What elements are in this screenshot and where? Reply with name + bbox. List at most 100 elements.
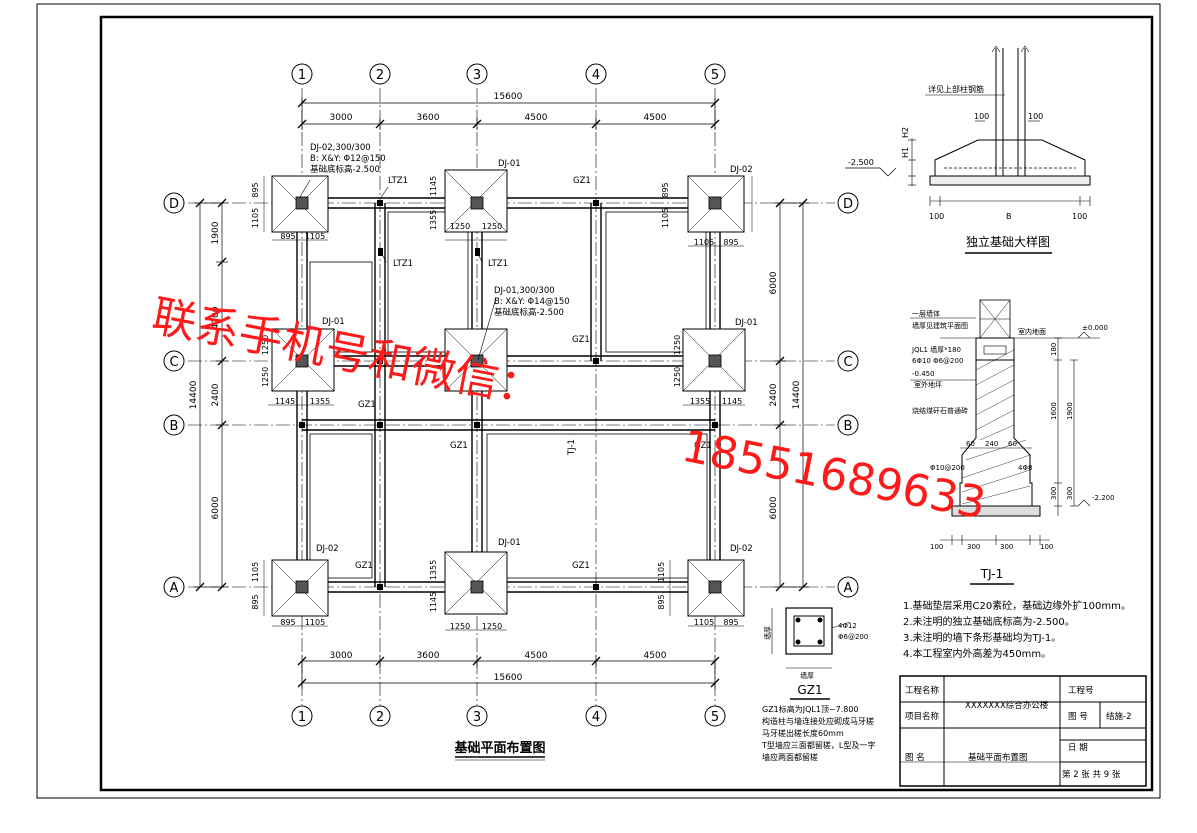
tj-bottom-300: 300 [967,543,980,551]
dim-left-span-a: 6000 [211,496,221,519]
isolated-footing-detail [845,45,1091,206]
tj-text-3: JQL1 墙厚*180 [911,345,961,354]
axis-2-top: 2 [376,68,384,83]
dim-1105: 1105 [251,562,260,582]
iso-detail-note: 详见上部柱钢筋 [928,84,984,94]
inner-border [99,15,1154,792]
dim-bottom-span-2: 3600 [417,651,440,661]
iso-detail-title: 独立基础大样图 [966,234,1050,249]
dim-1250: 1250 [450,622,470,631]
axis-c-right: C [843,355,852,370]
gz-note-2: 构造柱与墙连接处应砌成马牙槎 [762,716,874,726]
gz-detail-title: GZ1 [797,683,822,697]
dim-895: 895 [723,238,738,247]
label-dj01: DJ-01 [498,159,521,169]
dim-895: 895 [251,594,260,609]
dim-1250: 1250 [482,222,502,231]
axis-4-bottom: 4 [592,710,600,725]
tb-sheet: 第 2 张 共 9 张 [1062,769,1121,780]
tj-text-6: ±0.000 [1082,324,1108,332]
watermark: 联系手机号和微信： 18551689633 [148,291,990,530]
general-note-2: 2.未注明的独立基础底标高为-2.500。 [903,615,1075,628]
iso-detail-d100: 100 [1028,112,1043,121]
tj-rebar-2: 4Φ8 [1018,464,1032,472]
tb-proj-no-label: 工程号 [1068,686,1094,696]
dim-bottom-total: 15600 [494,673,523,683]
dim-895: 895 [661,182,670,197]
axis-d-right: D [843,197,853,212]
foundation-plan [188,88,835,705]
dim-1355: 1355 [429,560,438,580]
tj-rebar-1: Φ10@200 [930,464,965,472]
tj-bottom-100: 100 [1040,543,1053,551]
dim-bottom-span-1: 3000 [330,651,353,661]
dim-1105: 1105 [657,562,666,582]
tj-v180: 180 [1050,343,1058,356]
label-dj01: DJ-01 [498,538,521,548]
tj-text-8: 室外地坪 [914,380,942,389]
dim-right-total: 14400 [792,380,802,409]
tj-elev: -2.200 [1092,494,1115,502]
tb-fig-name: 基础平面布置图 [968,752,1028,763]
dim-1105: 1105 [251,208,260,228]
label-gz1: GZ1 [572,561,590,571]
axis-2-bottom: 2 [376,710,384,725]
general-note-3: 3.未注明的墙下条形基础均为TJ-1。 [903,631,1061,644]
axis-a-right: A [844,581,853,596]
dim-1355: 1355 [690,397,710,406]
axis-c-left: C [169,355,178,370]
label-gz1: GZ1 [572,335,590,345]
iso-detail-d100: 100 [974,112,989,121]
tj-dim-60: 60 [1008,440,1017,448]
dim-1250: 1250 [482,622,502,631]
label-dj02: DJ-02 [730,544,753,554]
tb-fig-no-label: 图 号 [1068,712,1088,722]
tj-text-4: 6Φ10 Φ6@200 [912,357,963,365]
axis-d-left: D [169,197,179,212]
dim-left-span-d: 4100 [211,306,221,329]
dj01-note-line-2: B: X&Y: Φ14@150 [494,297,570,307]
axis-a-left: A [170,581,179,596]
tb-date-label: 日 期 [1068,743,1088,753]
label-gz1: GZ1 [355,561,373,571]
label-tj1: TJ-1 [567,439,577,456]
iso-detail-elev: -2.500 [848,158,874,167]
dim-1145: 1145 [722,397,742,406]
label-gz1: GZ1 [694,441,712,451]
dim-1105: 1105 [305,618,325,627]
gz-note-5: 墙应两面都留槎 [762,752,818,762]
dim-1105: 1105 [661,208,670,228]
tj-text-9: 烧结煤矸石普通砖 [912,406,968,415]
dim-895: 895 [251,182,260,197]
dj02-note-line-2: B: X&Y: Φ12@150 [310,154,386,164]
dim-895: 895 [280,232,295,241]
dim-1145: 1145 [429,176,438,196]
dim-895: 895 [657,594,666,609]
axis-4-top: 4 [592,68,600,83]
dj02-note-line-3: 基础底标高-2.500 [310,164,380,175]
dim-1250: 1250 [673,335,682,355]
axis-5-top: 5 [711,68,719,83]
iso-detail-d100: 100 [1072,212,1087,221]
axis-1-top: 1 [298,68,306,83]
dim-left-span-b: 2400 [211,383,221,406]
gz-note-1: GZ1标高为JQL1顶~7.800 [762,704,859,714]
iso-detail-h1: H1 [901,147,910,158]
watermark-line-2: 18551689633 [678,421,990,530]
dim-1250: 1250 [673,367,682,387]
dim-right-span-1: 6000 [769,496,779,519]
dim-895: 895 [723,618,738,627]
tj-text-5: 室内地面 [1018,327,1046,336]
label-ltz1: LTZ1 [488,259,508,269]
tb-proj-name-label: 工程名称 [905,685,940,696]
dim-1105: 1105 [305,232,325,241]
gz-wall-h: 墙厚 [763,626,772,640]
tj-v1600: 1600 [1050,402,1058,420]
axis-3-top: 3 [473,68,481,83]
tj-detail-title: TJ-1 [980,567,1003,581]
dim-top-total: 15600 [494,92,523,102]
dj01-note-line-3: 基础底标高-2.500 [494,307,564,318]
label-dj01: DJ-01 [322,317,345,327]
dim-bottom-span-4: 4500 [644,651,667,661]
label-gz1: GZ1 [358,400,376,410]
